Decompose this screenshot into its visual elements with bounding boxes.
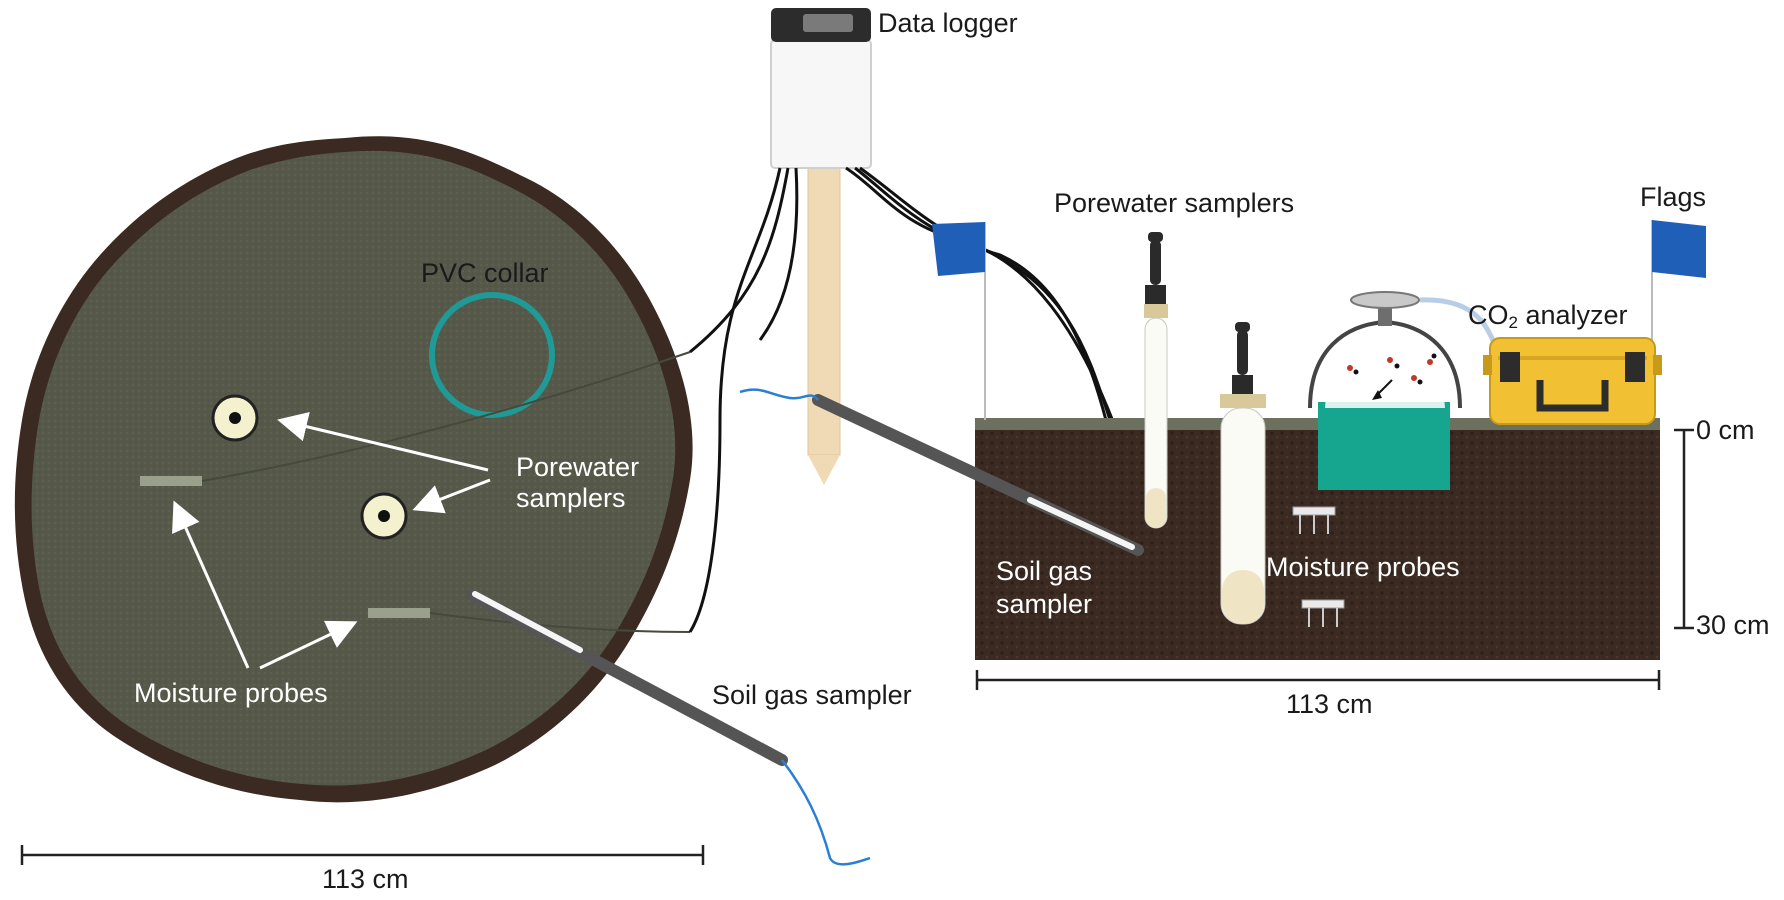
co2-analyzer-case	[1483, 337, 1662, 425]
moisture-probe-top-2	[368, 608, 430, 618]
soil-block	[975, 425, 1660, 660]
moisture-probe-side-2	[1301, 599, 1345, 627]
porewater-tube-2	[1220, 322, 1266, 625]
porewater-tube-1	[1144, 232, 1168, 529]
moisture-probe-top-1	[140, 476, 202, 486]
label-data-logger: Data logger	[878, 8, 1018, 38]
label-scale-top: 113 cm	[322, 864, 409, 894]
arrow-moisture-1	[172, 500, 250, 669]
label-pvc-collar: PVC collar	[421, 258, 549, 288]
logger-stake-tip	[808, 455, 840, 485]
pvc-collar-ring	[429, 292, 555, 418]
label-flags: Flags	[1640, 182, 1707, 212]
label-depth-30: 30 cm	[1696, 610, 1770, 640]
soil-gas-rod-side-highlight	[1027, 497, 1135, 550]
plot-surface	[31, 150, 676, 786]
label-co2-analyzer: CO2 analyzer	[1468, 300, 1628, 332]
soil-gas-rod-top-highlight	[472, 591, 583, 653]
probe-cable-trace-2	[429, 612, 691, 633]
label-porewater-top-line1: Porewater	[516, 452, 640, 482]
label-soil-gas-side-line1: Soil gas	[996, 556, 1093, 586]
scale-bar-top	[20, 845, 705, 865]
arrow-moisture-2	[259, 620, 358, 670]
probe-cable-trace-1	[201, 351, 691, 482]
arrow-porewater-2	[412, 478, 491, 514]
soil-cross-section	[975, 418, 1660, 660]
label-porewater-top: Porewater samplers	[516, 452, 639, 514]
porewater-sampler-1	[211, 394, 259, 442]
scale-bar-side	[975, 670, 1661, 690]
label-moisture-probes-side: Moisture probes	[1266, 552, 1460, 582]
label-porewater-side: Porewater samplers	[1054, 188, 1295, 218]
label-moisture-probes-top: Moisture probes	[134, 678, 328, 708]
porewater-sampler-2	[360, 492, 408, 540]
logger-box	[770, 39, 872, 169]
arrow-porewater-1	[277, 411, 489, 472]
soil-gas-cable-top	[781, 759, 871, 866]
label-scale-side: 113 cm	[1286, 689, 1373, 719]
label-depth-0: 0 cm	[1696, 415, 1755, 445]
label-porewater-top-line2: samplers	[516, 483, 626, 513]
co2-prefix: CO	[1468, 300, 1509, 330]
soil-gas-cable-side	[739, 388, 819, 401]
flag-right	[1651, 220, 1706, 418]
co2-subscript: 2	[1508, 313, 1518, 332]
label-soil-gas-side-line2: sampler	[996, 589, 1093, 619]
flag-left	[932, 222, 986, 420]
depth-scale	[1674, 428, 1694, 630]
co2-suffix: analyzer	[1517, 300, 1628, 330]
moisture-probe-side-1	[1292, 506, 1336, 534]
label-soil-gas-sampler-top: Soil gas sampler	[712, 680, 912, 710]
plot-top-view	[14, 136, 871, 866]
label-soil-gas-side: Soil gas sampler	[996, 555, 1092, 621]
logger-screen	[803, 14, 853, 32]
